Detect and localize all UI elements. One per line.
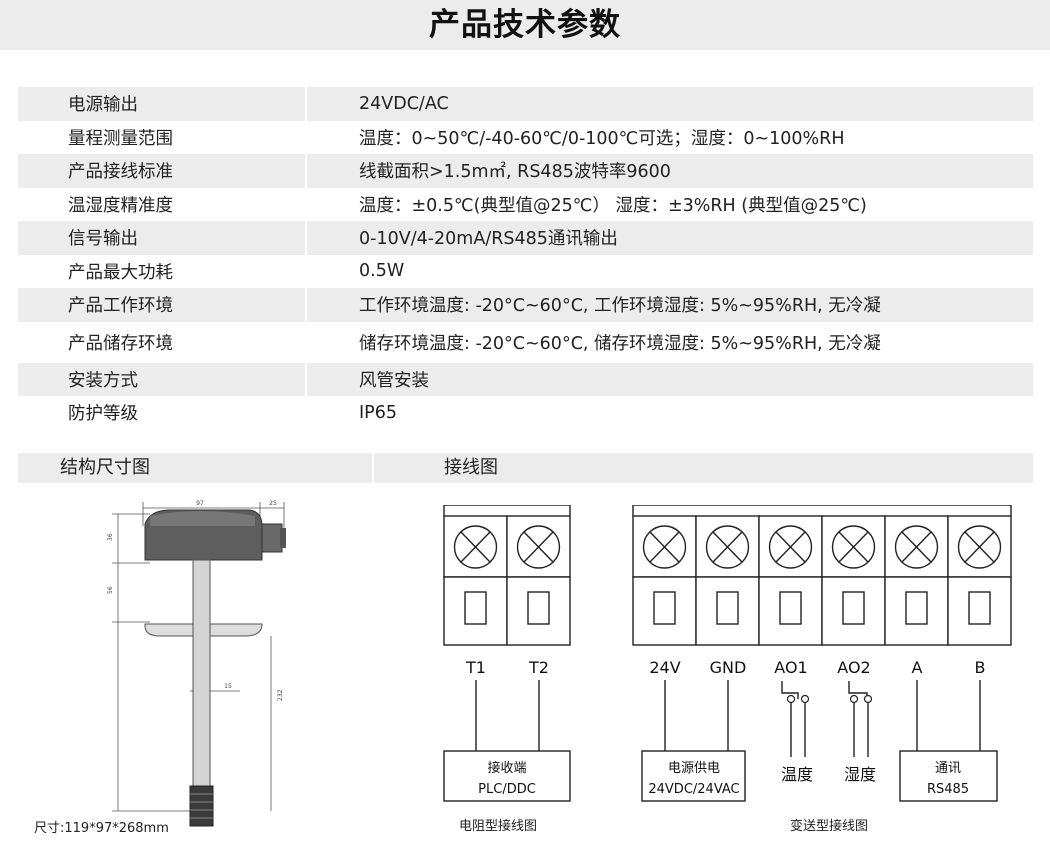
spec-label: 产品工作环境: [18, 288, 307, 322]
gland-nut: [280, 528, 286, 548]
spec-row: 产品接线标准线截面积>1.5m㎡, RS485波特率9600: [18, 154, 1033, 188]
probe-filter: [189, 785, 214, 827]
terminal-label-gnd: GND: [710, 658, 747, 677]
spec-value: 24VDC/AC: [306, 87, 1033, 121]
resistive-terminal-block: [443, 505, 571, 646]
spec-label: 温湿度精准度: [18, 187, 307, 221]
transmitter-caption: 变送型接线图: [790, 819, 869, 834]
spec-value: 工作环境温度: -20°C~60°C, 工作环境湿度: 5%~95%RH, 无冷…: [306, 288, 1033, 322]
comm-rs485-label: RS485: [927, 782, 969, 797]
housing-cap: [150, 511, 255, 526]
spec-label: 产品接线标准: [18, 154, 307, 188]
spec-value: 0.5W: [306, 254, 1033, 288]
spec-value: 线截面积>1.5m㎡, RS485波特率9600: [306, 154, 1033, 188]
wiring-title: 接线图: [444, 457, 498, 478]
terminal-label-ao1: AO1: [774, 658, 807, 677]
dim-width: 97: [196, 500, 204, 507]
spec-label: 量程测量范围: [18, 120, 307, 154]
power-voltage-label: 24VDC/24VAC: [648, 782, 739, 797]
terminal-label-t1: T1: [465, 658, 486, 677]
terminal-label-b: B: [975, 658, 986, 677]
terminal-label-24v: 24V: [649, 658, 680, 677]
spec-label: 产品最大功耗: [18, 254, 307, 288]
spec-row: 产品储存环境储存环境温度: -20°C~60°C, 储存环境湿度: 5%~95%…: [18, 321, 1033, 363]
spec-label: 产品储存环境: [18, 321, 307, 363]
wiring-section-bar: [374, 453, 1033, 483]
structure-drawing: 97 25 36 56 15 232: [107, 500, 286, 827]
spec-row: 安装方式风管安装: [18, 362, 1033, 396]
dim-flange: 56: [107, 586, 114, 594]
temperature-output-label: 温度: [781, 765, 813, 784]
cable-gland: [261, 523, 283, 553]
dim-head-height: 36: [107, 533, 114, 541]
receiver-box: [443, 750, 571, 802]
page-title: 产品技术参数: [429, 7, 621, 43]
terminal-label-a: A: [912, 658, 923, 677]
transmitter-terminal-block: [632, 505, 1012, 646]
spec-label: 电源输出: [18, 87, 307, 121]
spec-label: 信号输出: [18, 221, 307, 255]
spec-row: 量程测量范围温度：0~50℃/-40-60℃/0-100℃可选；湿度：0~100…: [18, 120, 1033, 154]
spec-value: 风管安装: [306, 362, 1033, 396]
spec-row: 产品工作环境工作环境温度: -20°C~60°C, 工作环境湿度: 5%~95%…: [18, 288, 1033, 322]
spec-value: 温度：±0.5℃(典型值@25℃） 湿度：±3%RH (典型值@25℃): [306, 187, 1033, 221]
terminal-label-ao2: AO2: [837, 658, 870, 677]
sensor-probe: [192, 559, 211, 811]
dim-probe-diameter: 15: [224, 683, 232, 690]
comm-label: 通讯: [935, 761, 961, 776]
resistive-caption: 电阻型接线图: [459, 819, 538, 834]
dim-side: 25: [269, 500, 277, 507]
spec-value: IP65: [306, 396, 1033, 430]
structure-title: 结构尺寸图: [60, 457, 150, 478]
terminal-label-t2: T2: [528, 658, 549, 677]
humidity-output-label: 湿度: [844, 765, 876, 784]
structure-section-bar: [18, 453, 372, 483]
comm-box: [899, 750, 998, 802]
wiring-diagram: T1 T2 24V GND AO1 AO2 A B 接收端 PLC/DDC 电源…: [443, 505, 1012, 802]
dim-probe-length: 232: [277, 689, 284, 701]
title-bar: [0, 0, 1050, 50]
power-supply-box: [641, 750, 746, 802]
spec-label: 防护等级: [18, 396, 307, 430]
receiver-plc-label: PLC/DDC: [478, 782, 536, 797]
spec-value: 储存环境温度: -20°C~60°C, 储存环境湿度: 5%~95%RH, 无冷…: [306, 321, 1033, 363]
spec-value: 0-10V/4-20mA/RS485通讯输出: [306, 221, 1033, 255]
receiver-label: 接收端: [487, 760, 526, 776]
size-caption: 尺寸:119*97*268mm: [34, 821, 169, 836]
power-supply-label: 电源供电: [668, 761, 720, 776]
spec-row: 温湿度精准度温度：±0.5℃(典型值@25℃） 湿度：±3%RH (典型值@25…: [18, 187, 1033, 221]
spec-label: 安装方式: [18, 362, 307, 396]
spec-value: 温度：0~50℃/-40-60℃/0-100℃可选；湿度：0~100%RH: [306, 120, 1033, 154]
